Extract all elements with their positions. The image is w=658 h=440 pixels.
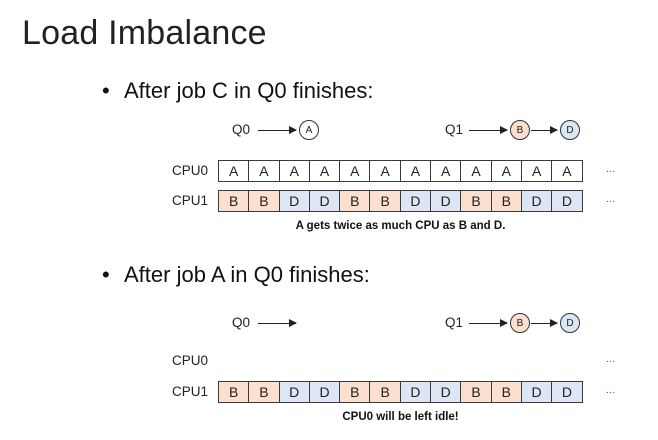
cpu1-label: CPU1 (171, 193, 208, 208)
cpu1-slot: D (520, 381, 553, 403)
q1-job-d-node-2: D (560, 313, 580, 333)
cpu1-slot: D (551, 190, 583, 212)
cpu1-timeline-2: B B D D B B D D B B D D (218, 381, 583, 403)
cpu1-slot: D (308, 381, 341, 403)
caption-1: A gets twice as much CPU as B and D. (295, 220, 506, 232)
cpu0-slot: A (430, 160, 462, 182)
q0-arrow-icon-2 (258, 317, 297, 329)
cpu0-label: CPU0 (171, 163, 208, 178)
cpu0-slot: A (399, 160, 432, 182)
cpu1-slot: B (248, 381, 280, 403)
caption-2: CPU0 will be left idle! (342, 411, 459, 423)
cpu1-slot: D (430, 381, 462, 403)
cpu0-slot: A (339, 160, 371, 182)
cpu1-slot: D (278, 190, 310, 212)
cpu0-ellipsis-2: ... (606, 354, 616, 365)
cpu0-timeline: A A A A A A A A A A A A (218, 160, 583, 182)
cpu1-slot: B (490, 190, 522, 212)
cpu1-slot: D (308, 190, 341, 212)
cpu1-slot: B (490, 381, 522, 403)
cpu0-slot: A (218, 160, 250, 182)
cpu1-slot: D (520, 190, 553, 212)
bullet-2: • After job A in Q0 finishes: (102, 262, 370, 288)
slide-title: Load Imbalance (22, 14, 267, 52)
cpu1-slot: B (460, 381, 492, 403)
q1-job-b-node-2: B (510, 313, 530, 333)
cpu0-slot: A (278, 160, 310, 182)
cpu0-slot: A (551, 160, 583, 182)
cpu0-ellipsis: ... (606, 164, 616, 175)
bullet-1-text: After job C in Q0 finishes: (124, 78, 374, 103)
bullet-2-text: After job A in Q0 finishes: (124, 262, 370, 287)
q1-link-arrow-icon (531, 124, 558, 136)
bullet-1: • After job C in Q0 finishes: (102, 78, 373, 104)
cpu1-slot: D (399, 381, 432, 403)
cpu1-slot: B (248, 190, 280, 212)
cpu1-slot: D (399, 190, 432, 212)
cpu1-slot: B (339, 381, 371, 403)
bullet-dot-icon: • (102, 78, 110, 103)
cpu1-slot: B (218, 381, 250, 403)
cpu1-slot: B (218, 190, 250, 212)
cpu1-slot: D (278, 381, 310, 403)
cpu1-ellipsis-2: ... (606, 385, 616, 396)
q1-job-b-node: B (510, 120, 530, 140)
cpu1-slot: B (369, 190, 401, 212)
cpu1-slot: B (339, 190, 371, 212)
cpu1-label-2: CPU1 (171, 384, 208, 399)
cpu0-slot: A (369, 160, 401, 182)
cpu0-slot: A (248, 160, 280, 182)
cpu0-label-2: CPU0 (171, 353, 208, 368)
cpu1-slot: D (551, 381, 583, 403)
q1-arrow-icon (469, 124, 508, 136)
q0-label: Q0 (232, 122, 251, 137)
cpu0-slot: A (460, 160, 492, 182)
cpu0-slot: A (308, 160, 341, 182)
q0-label-2: Q0 (232, 315, 251, 330)
cpu1-slot: D (430, 190, 462, 212)
q1-arrow-icon-2 (469, 317, 508, 329)
q0-arrow-icon (258, 124, 297, 136)
q1-link-arrow-icon-2 (531, 317, 558, 329)
q0-job-a-node: A (299, 120, 319, 140)
cpu0-slot: A (490, 160, 522, 182)
q1-label-2: Q1 (445, 315, 464, 330)
cpu1-timeline: B B D D B B D D B B D D (218, 190, 583, 212)
q1-job-d-node: D (560, 120, 580, 140)
bullet-dot-icon: • (102, 262, 110, 287)
cpu1-ellipsis: ... (606, 194, 616, 205)
q1-label: Q1 (445, 122, 464, 137)
cpu0-slot: A (520, 160, 553, 182)
cpu1-slot: B (460, 190, 492, 212)
cpu1-slot: B (369, 381, 401, 403)
